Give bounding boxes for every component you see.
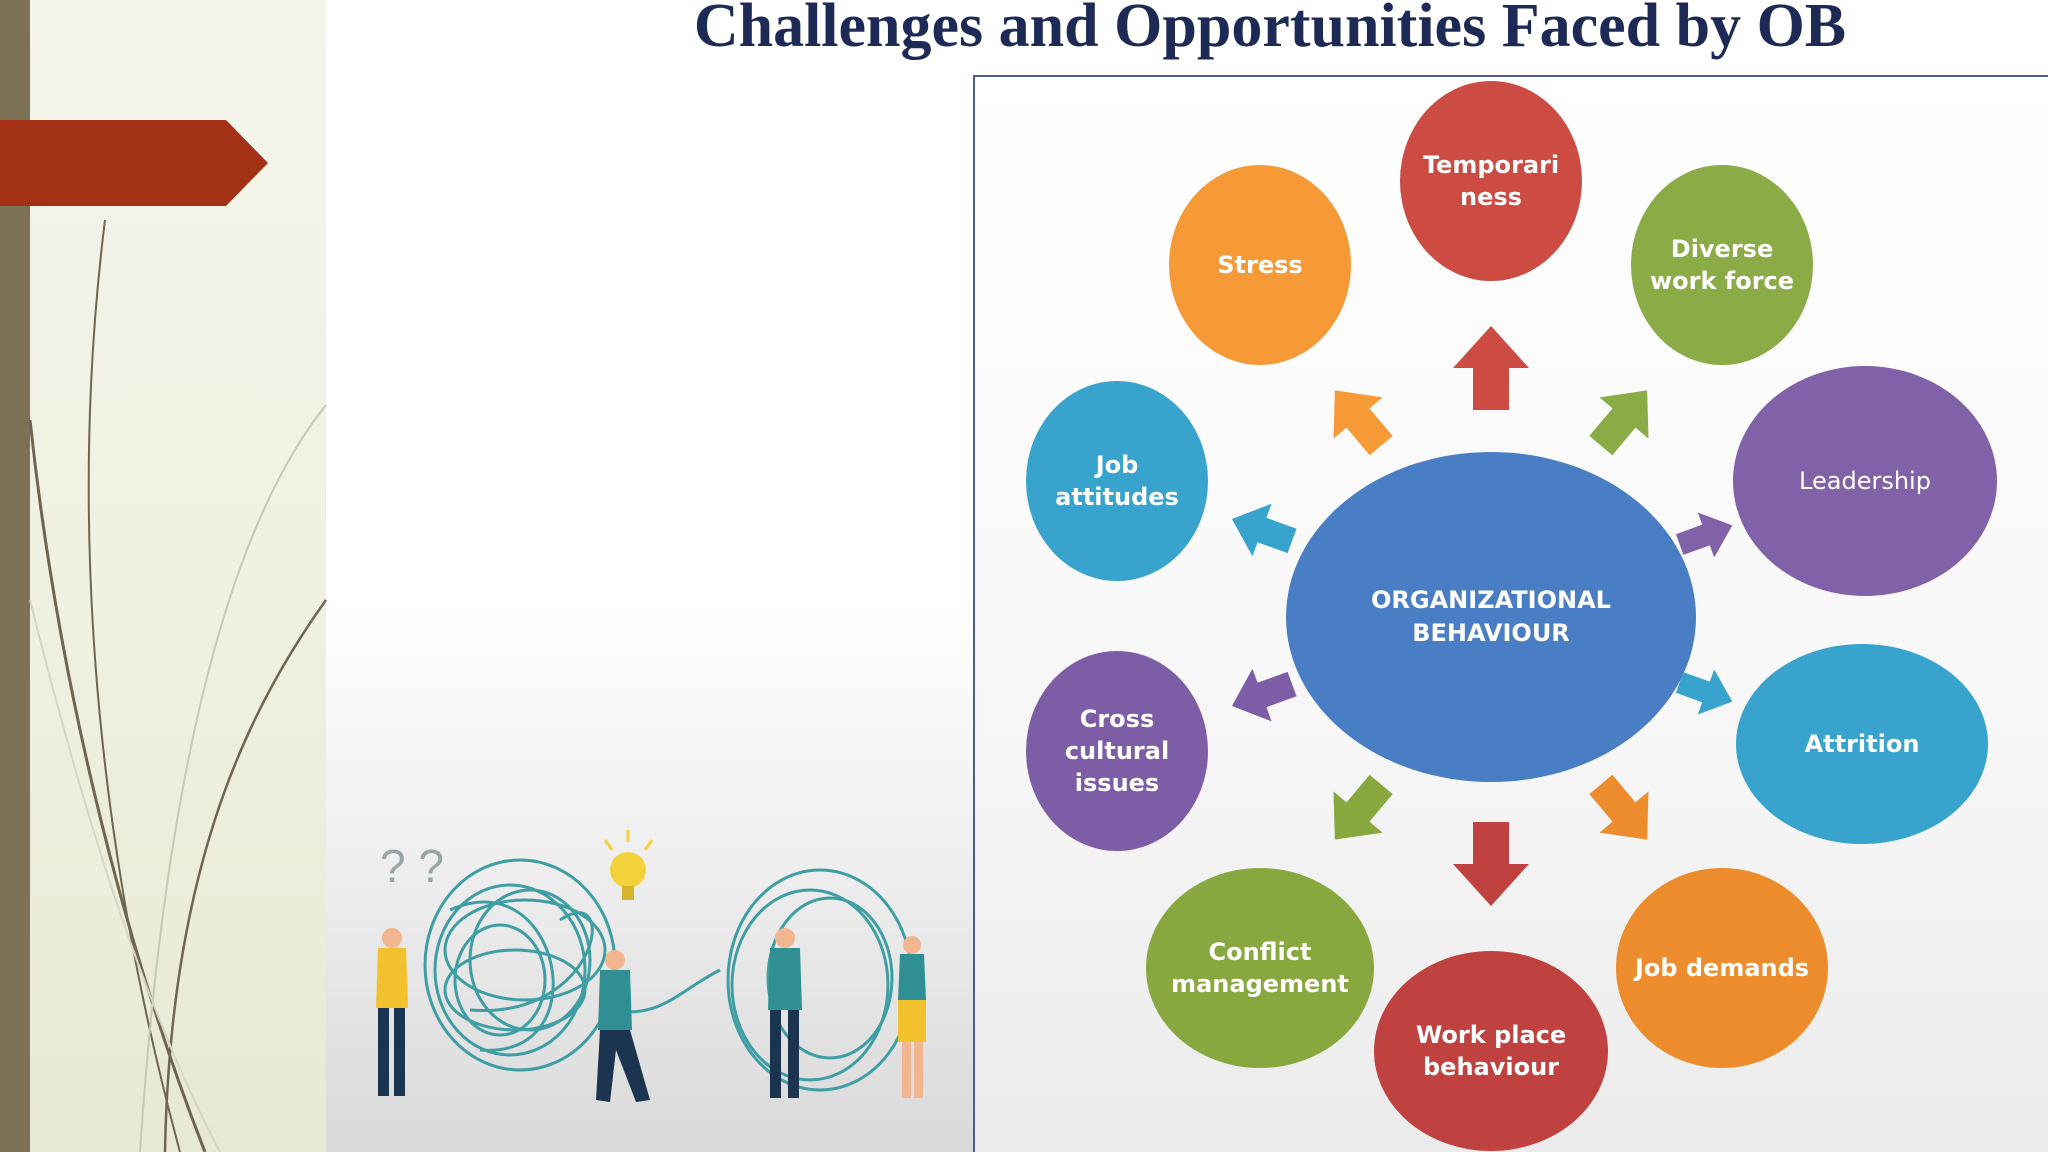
arrow-to-temporariness xyxy=(1453,326,1529,410)
node-leadership xyxy=(1733,366,1997,596)
node-diverse-work-force xyxy=(1631,165,1813,365)
node-diverse-work-force-label: Diverse work force xyxy=(1649,235,1795,295)
node-job-demands-label: Job demands xyxy=(1634,954,1810,982)
slide-title: Challenges and Opportunities Faced by OB xyxy=(693,0,1847,60)
arrow-to-conflict-management xyxy=(1333,774,1393,840)
node-work-place-behaviour-label: Work place behaviour xyxy=(1415,1021,1567,1081)
node-temporariness xyxy=(1400,81,1582,281)
node-work-place-behaviour xyxy=(1374,951,1608,1151)
connector-arrows xyxy=(1231,326,1733,906)
section-arrow-tab xyxy=(0,120,268,206)
center-node-label: ORGANIZATIONAL BEHAVIOUR xyxy=(1371,586,1611,647)
arrow-to-diverse-work-force xyxy=(1589,390,1649,456)
node-job-demands xyxy=(1616,868,1828,1068)
arrow-to-cross-cultural-issues xyxy=(1231,668,1297,722)
node-attrition xyxy=(1736,644,1988,844)
arrow-to-job-demands xyxy=(1589,774,1649,840)
node-stress xyxy=(1169,165,1351,365)
question-marks-text: ? ? xyxy=(380,840,444,892)
arrow-to-leadership xyxy=(1675,512,1733,558)
node-attrition-label: Attrition xyxy=(1804,730,1920,758)
node-temporariness-label: Temporari ness xyxy=(1422,151,1560,211)
arrow-to-attrition xyxy=(1675,669,1733,715)
node-conflict-management xyxy=(1146,868,1374,1068)
node-job-attitudes xyxy=(1026,381,1208,581)
arrow-to-stress xyxy=(1333,390,1393,456)
node-conflict-management-label: Conflict management xyxy=(1171,938,1349,998)
node-stress-label: Stress xyxy=(1217,251,1303,279)
arrow-to-work-place-behaviour xyxy=(1453,822,1529,906)
decorative-swoosh-lines xyxy=(28,219,328,1152)
node-cross-cultural-issues xyxy=(1026,651,1208,851)
tangled-thread-illustration: ? ? xyxy=(376,830,926,1102)
node-job-attitudes-label: Job attitudes xyxy=(1055,451,1179,511)
node-leadership-label: Leadership xyxy=(1799,467,1931,495)
center-node xyxy=(1286,452,1696,782)
arrow-to-job-attitudes xyxy=(1231,503,1297,557)
node-cross-cultural-issues-label: Cross cultural issues xyxy=(1064,705,1170,797)
